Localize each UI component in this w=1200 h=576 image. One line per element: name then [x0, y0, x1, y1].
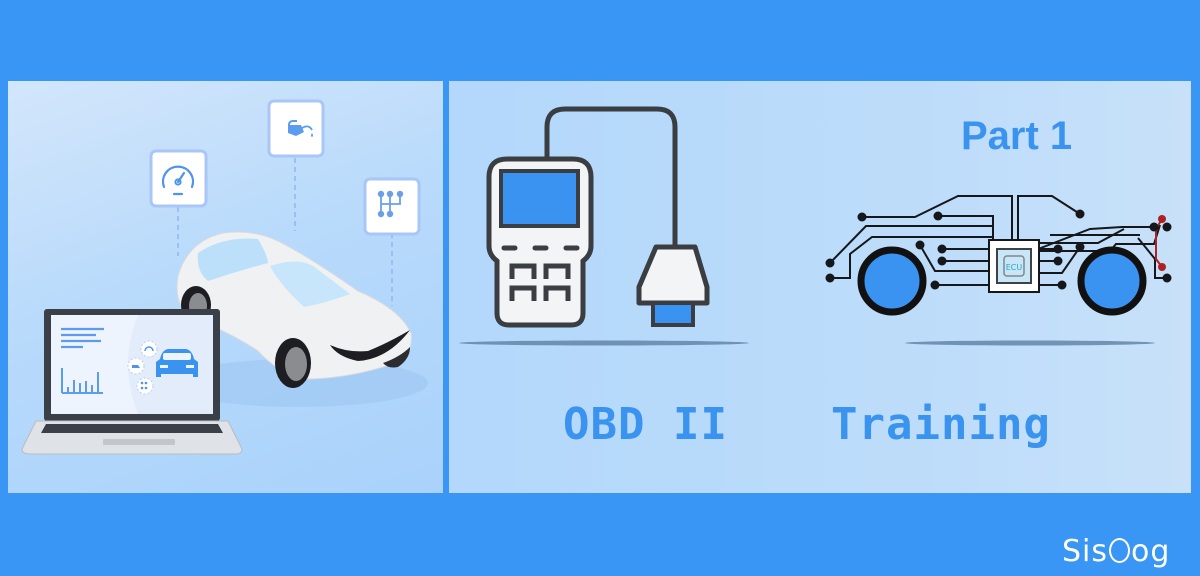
oil-can-card [267, 99, 325, 158]
obd-scanner-and-ecu-illustration: ECU [459, 106, 1172, 346]
logo-prefix: Sis [1062, 534, 1109, 569]
speedometer-card [149, 149, 208, 208]
gear-shift-card [363, 177, 421, 236]
laptop-illustration [21, 309, 243, 455]
circuit-car-ecu-icon: ECU [825, 195, 1172, 346]
logo-circle-icon [1109, 538, 1131, 563]
right-illustration-panel: ECU Part 1 OBD II Training [449, 81, 1191, 493]
title-training: Training [831, 399, 1051, 450]
title-obd: OBD II [563, 399, 728, 450]
obd-scanner-icon [459, 106, 749, 346]
logo-suffix: og [1131, 534, 1171, 569]
left-illustration-panel [8, 81, 443, 493]
part-label: Part 1 [961, 114, 1073, 158]
car-diagnostics-illustration [21, 99, 428, 455]
svg-text:ECU: ECU [1006, 263, 1023, 272]
